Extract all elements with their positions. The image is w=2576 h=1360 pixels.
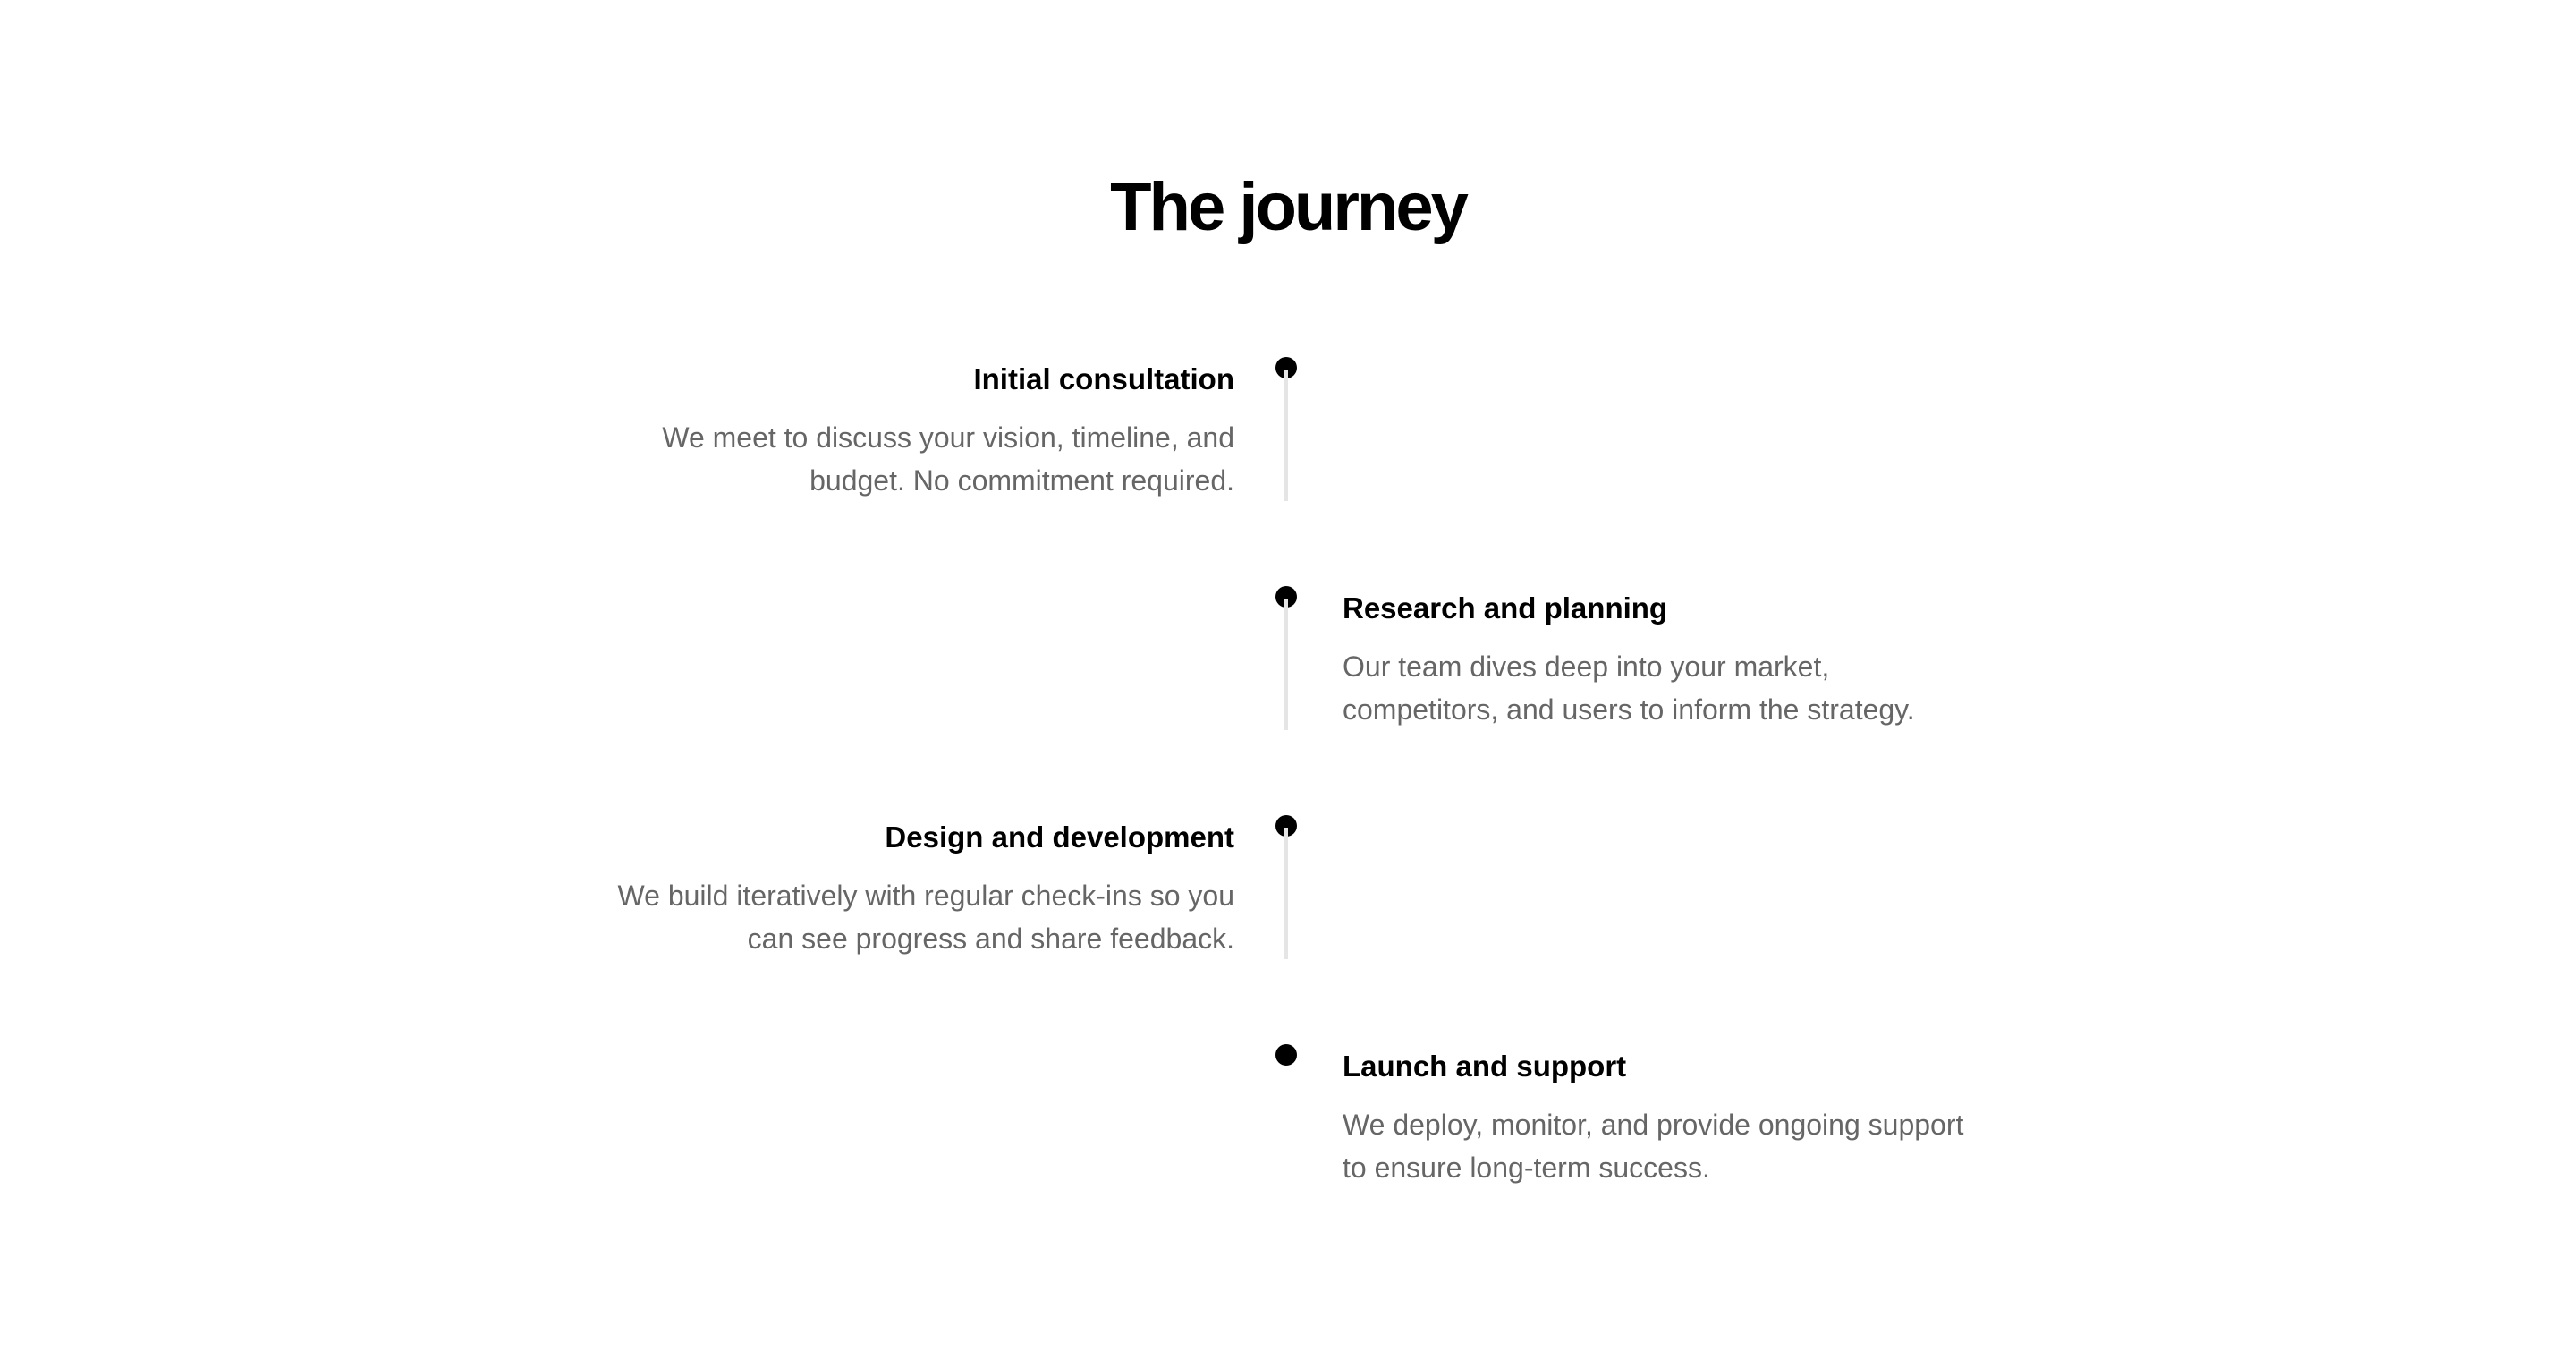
step-heading: Design and development [885,820,1234,854]
timeline-step: Research and planning Our team dives dee… [0,586,2576,765]
timeline-step: Initial consultation We meet to discuss … [0,357,2576,536]
step-description: We deploy, monitor, and provide ongoing … [1343,1109,1964,1184]
timeline-connector [1284,370,1288,501]
step-description: Our team dives deep into your market, co… [1343,650,1915,726]
page-title: The journey [1110,169,1469,245]
timeline-connector [1284,599,1288,730]
timeline-connector [1284,828,1288,959]
timeline-step: Design and development We build iterativ… [0,815,2576,994]
step-description: We build iteratively with regular check-… [617,880,1234,955]
timeline-step: Launch and support We deploy, monitor, a… [0,1044,2576,1223]
timeline-dot-icon [1275,1044,1297,1066]
step-description: We meet to discuss your vision, timeline… [662,421,1234,497]
step-heading: Initial consultation [973,362,1234,395]
step-heading: Research and planning [1343,591,1668,625]
step-heading: Launch and support [1343,1050,1627,1083]
